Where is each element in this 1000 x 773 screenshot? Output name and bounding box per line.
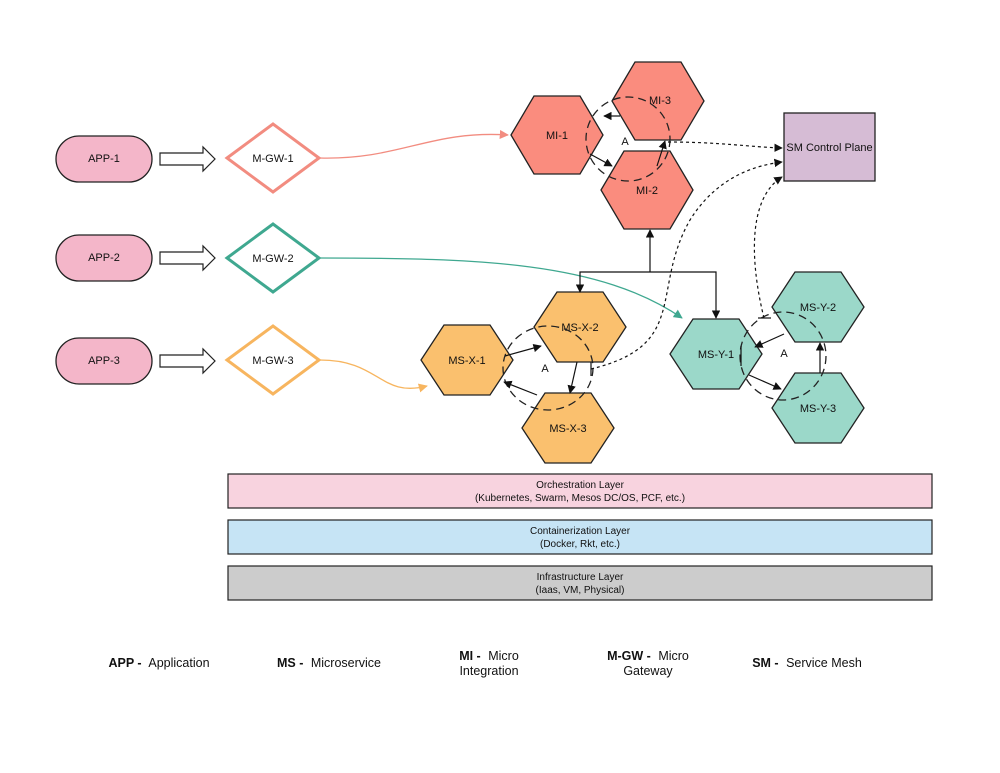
app-1-label: APP-1 bbox=[88, 153, 120, 165]
m-gw-1-node[interactable]: M-GW-1 bbox=[224, 122, 322, 194]
legend-mi-abbr: MI - bbox=[459, 649, 481, 663]
orchestration-layer-detail: (Kubernetes, Swarm, Mesos DC/OS, PCF, et… bbox=[475, 493, 685, 504]
mi-cluster-ring-label: A bbox=[621, 136, 629, 148]
msx3-to-msx1-arrow bbox=[503, 380, 538, 396]
legend-item-ms: MS - Microservice bbox=[277, 656, 381, 670]
orchestration-layer-title: Orchestration Layer bbox=[536, 480, 624, 491]
orchestration-layer: Orchestration Layer (Kubernetes, Swarm, … bbox=[227, 473, 933, 509]
infrastructure-layer: Infrastructure Layer (Iaas, VM, Physical… bbox=[227, 565, 933, 601]
mi-1-node[interactable]: MI-1 bbox=[510, 95, 604, 175]
legend: APP - Application MS - Microservice MI -… bbox=[108, 649, 861, 678]
legend-app-abbr: APP - bbox=[108, 656, 141, 670]
legend-item-mgw: M-GW - Micro bbox=[607, 649, 689, 663]
legend-item-app: APP - Application bbox=[108, 656, 209, 670]
ms-y-1-label: MS-Y-1 bbox=[698, 349, 734, 361]
mi-1-label: MI-1 bbox=[546, 130, 568, 142]
containerization-layer: Containerization Layer (Docker, Rkt, etc… bbox=[227, 519, 933, 555]
m-gw-1-label: M-GW-1 bbox=[252, 153, 293, 165]
msx2-to-msx3-arrow bbox=[567, 361, 578, 394]
mi-cluster-ring bbox=[585, 96, 671, 182]
ms-y-3-node[interactable]: MS-Y-3 bbox=[771, 372, 865, 444]
mi-2-node[interactable]: MI-2 bbox=[600, 150, 694, 230]
msy-cluster-ring-label: A bbox=[780, 348, 788, 360]
block-arrow-1 bbox=[159, 145, 216, 173]
legend-item-sm: SM - Service Mesh bbox=[752, 656, 862, 670]
mi-to-control-plane-link bbox=[667, 141, 783, 152]
ms-x-2-node[interactable]: MS-X-2 bbox=[533, 291, 627, 363]
ms-y-1-node[interactable]: MS-Y-1 bbox=[669, 318, 763, 390]
infrastructure-layer-title: Infrastructure Layer bbox=[537, 572, 624, 583]
sm-control-plane-node[interactable]: SM Control Plane bbox=[783, 112, 876, 182]
infrastructure-layer-detail: (Iaas, VM, Physical) bbox=[536, 585, 625, 596]
mi2-to-mi3-arrow bbox=[656, 140, 667, 167]
mi-3-node[interactable]: MI-3 bbox=[611, 61, 705, 141]
mi1-to-mi2-arrow bbox=[589, 153, 613, 167]
msy-cluster: MS-Y-1 MS-Y-2 MS-Y-3 A bbox=[669, 271, 865, 444]
legend-ms-text: Microservice bbox=[311, 656, 381, 670]
mi-cluster: MI-1 MI-3 MI-2 A bbox=[510, 61, 705, 230]
ms-x-2-label: MS-X-2 bbox=[561, 322, 598, 334]
legend-mi-text: Micro bbox=[488, 649, 519, 663]
sm-control-plane-label: SM Control Plane bbox=[786, 142, 872, 154]
legend-mi-text-line2: Integration bbox=[459, 664, 518, 678]
mi-3-label: MI-3 bbox=[649, 95, 671, 107]
gw1-to-mi1-connector bbox=[319, 129, 509, 159]
m-gw-2-label: M-GW-2 bbox=[252, 253, 293, 265]
block-arrow-3 bbox=[159, 347, 216, 375]
ms-y-3-label: MS-Y-3 bbox=[800, 403, 836, 415]
app-1-node[interactable]: APP-1 bbox=[55, 135, 153, 183]
legend-mgw-text-line2: Gateway bbox=[623, 664, 673, 678]
ms-x-1-label: MS-X-1 bbox=[448, 355, 485, 367]
msx-cluster: MS-X-1 MS-X-2 MS-X-3 A bbox=[420, 291, 627, 464]
m-gw-2-node[interactable]: M-GW-2 bbox=[224, 222, 322, 294]
mi-2-label: MI-2 bbox=[636, 185, 658, 197]
app-3-label: APP-3 bbox=[88, 355, 120, 367]
ms-x-3-node[interactable]: MS-X-3 bbox=[521, 392, 615, 464]
ms-y-2-label: MS-Y-2 bbox=[800, 302, 836, 314]
containerization-layer-detail: (Docker, Rkt, etc.) bbox=[540, 539, 620, 550]
m-gw-3-node[interactable]: M-GW-3 bbox=[224, 324, 322, 396]
mi2-to-msy1-arrow bbox=[650, 271, 721, 319]
legend-mgw-abbr: M-GW - bbox=[607, 649, 651, 663]
gw2-to-msy1-connector bbox=[319, 257, 683, 319]
app-3-node[interactable]: APP-3 bbox=[55, 337, 153, 385]
app-2-label: APP-2 bbox=[88, 252, 120, 264]
block-arrow-2 bbox=[159, 244, 216, 272]
legend-sm-abbr: SM - bbox=[752, 656, 778, 670]
app-2-node[interactable]: APP-2 bbox=[55, 234, 153, 282]
legend-mgw-text: Micro bbox=[658, 649, 689, 663]
msy-to-control-plane-link bbox=[753, 176, 783, 319]
msx1-to-msx2-arrow bbox=[504, 343, 542, 357]
msx-cluster-ring-label: A bbox=[541, 363, 549, 375]
msy-cluster-ring bbox=[739, 311, 827, 401]
mi2-to-msx2-arrow bbox=[575, 271, 650, 293]
msy1-to-msy3-arrow bbox=[748, 374, 782, 390]
legend-ms-abbr: MS - bbox=[277, 656, 303, 670]
ms-x-1-node[interactable]: MS-X-1 bbox=[420, 324, 514, 396]
gw3-to-msx1-connector bbox=[319, 359, 428, 393]
m-gw-3-label: M-GW-3 bbox=[252, 355, 293, 367]
ms-x-3-label: MS-X-3 bbox=[549, 423, 586, 435]
legend-item-mi: MI - Micro bbox=[459, 649, 519, 663]
legend-app-text: Application bbox=[148, 656, 209, 670]
containerization-layer-title: Containerization Layer bbox=[530, 526, 631, 537]
legend-sm-text: Service Mesh bbox=[786, 656, 862, 670]
ms-y-2-node[interactable]: MS-Y-2 bbox=[771, 271, 865, 343]
msy2-to-msy1-arrow bbox=[754, 333, 785, 348]
